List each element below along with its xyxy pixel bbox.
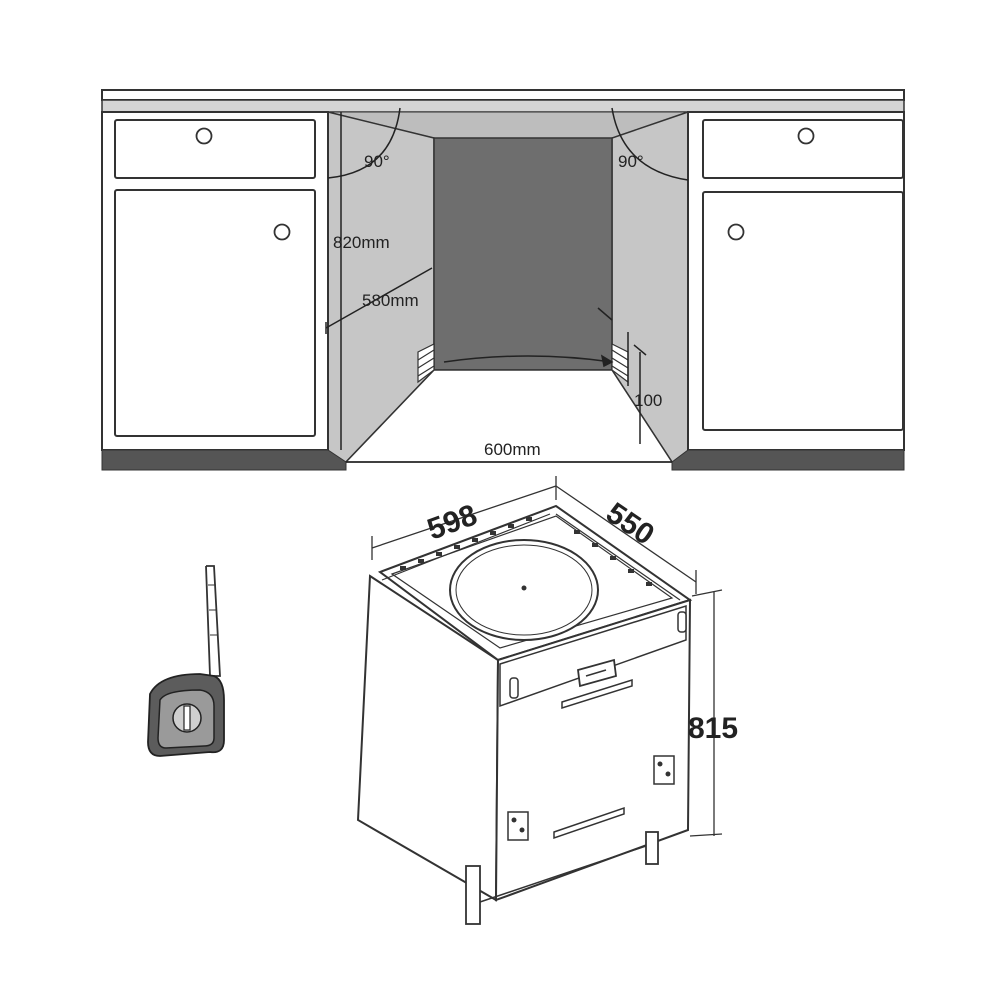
angle-left-label: 90° xyxy=(364,152,390,171)
left-drawer-front xyxy=(114,119,316,179)
angle-arc-right xyxy=(611,107,689,181)
back-width-arrow xyxy=(443,307,614,368)
kick-label: 100 xyxy=(634,391,662,410)
angle-arc-left xyxy=(327,107,401,179)
plinth-right xyxy=(611,343,629,384)
right-door-front xyxy=(702,191,904,431)
appliance-height-label: 815 xyxy=(688,712,738,745)
left-cabinet-base xyxy=(101,449,347,471)
kick-dimension-line xyxy=(627,332,647,444)
height-label: 820mm xyxy=(333,233,390,252)
right-drawer-front xyxy=(702,119,904,179)
right-door-knob xyxy=(727,223,745,241)
tape-measure-icon xyxy=(147,565,225,757)
width-label: 600mm xyxy=(484,440,541,459)
left-drawer-knob xyxy=(195,127,213,145)
appliance-width-dim xyxy=(371,476,557,560)
left-door-front xyxy=(114,189,316,437)
angle-right-label: 90° xyxy=(618,152,644,171)
right-drawer-knob xyxy=(797,127,815,145)
right-cabinet xyxy=(671,111,905,471)
control-panel xyxy=(499,604,687,708)
depth-label: 580mm xyxy=(362,291,419,310)
cabinet-recess-drawing: 90° 90° 820mm 580mm 600mm 100 xyxy=(101,89,905,471)
depth-dimension-line xyxy=(325,267,433,334)
right-cabinet-base xyxy=(671,449,905,471)
dishwasher-drawing: 598 550 815 xyxy=(356,476,738,925)
recess-back-wall xyxy=(433,137,613,371)
appliance-depth-dim xyxy=(555,485,697,594)
worktop xyxy=(101,89,905,101)
left-cabinet xyxy=(101,111,347,471)
appliance-height-dim xyxy=(689,589,723,837)
plinth-left xyxy=(417,343,435,384)
left-door-knob xyxy=(273,223,291,241)
